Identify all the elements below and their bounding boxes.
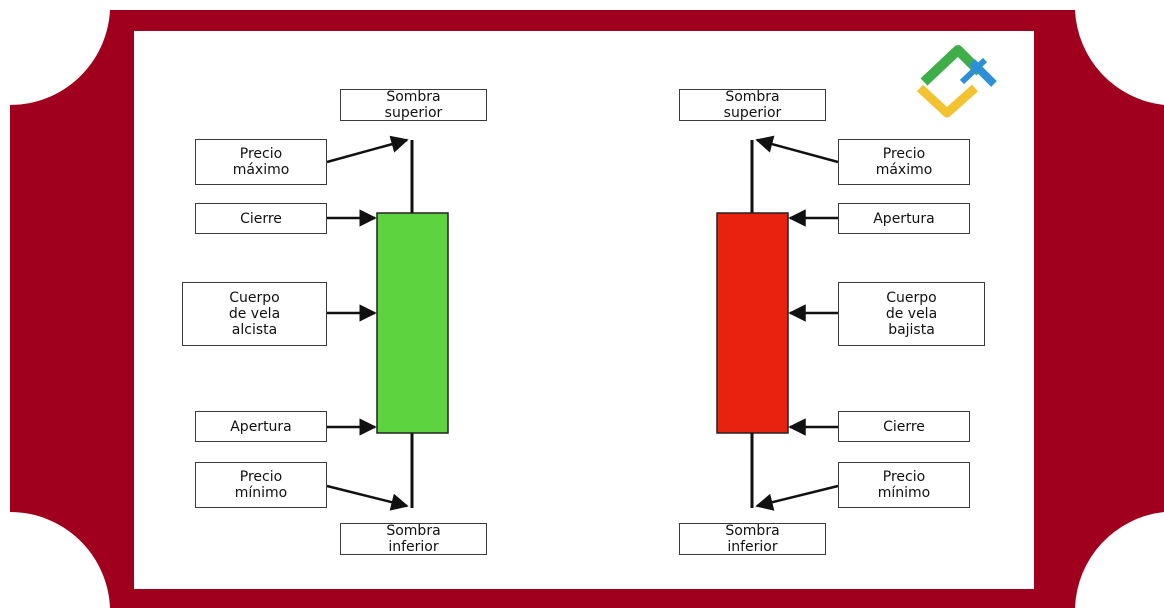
bearish-arrows — [755, 135, 839, 511]
bull-body-label: Cuerpo de vela alcista — [182, 282, 327, 346]
bear-lower-shadow-label: Sombra inferior — [679, 523, 826, 555]
bear-min-price-label: Precio mínimo — [838, 462, 970, 508]
bull-upper-shadow-label: Sombra superior — [340, 89, 487, 121]
bearish-candle-body — [716, 212, 789, 434]
arrow-min-price — [755, 484, 839, 511]
bear-open-label: Apertura — [838, 203, 970, 234]
bear-max-price-label: Precio máximo — [838, 139, 970, 185]
arrow-max-price — [755, 135, 839, 164]
bull-lower-shadow-label: Sombra inferior — [340, 523, 487, 555]
arrow-min-price — [326, 484, 409, 511]
bear-close-label: Cierre — [838, 411, 970, 442]
bullish-candle — [376, 140, 449, 508]
bull-min-price-label: Precio mínimo — [195, 462, 327, 508]
bull-max-price-label: Precio máximo — [195, 139, 327, 185]
brand-logo-icon — [916, 45, 997, 118]
bullish-candle-body — [376, 212, 449, 434]
bull-close-label: Cierre — [195, 203, 327, 234]
bull-open-label: Apertura — [195, 411, 327, 442]
bullish-arrows — [326, 135, 409, 511]
bear-body-label: Cuerpo de vela bajista — [838, 282, 985, 346]
arrow-max-price — [326, 135, 409, 164]
bear-upper-shadow-label: Sombra superior — [679, 89, 826, 121]
bearish-candle — [716, 140, 789, 508]
